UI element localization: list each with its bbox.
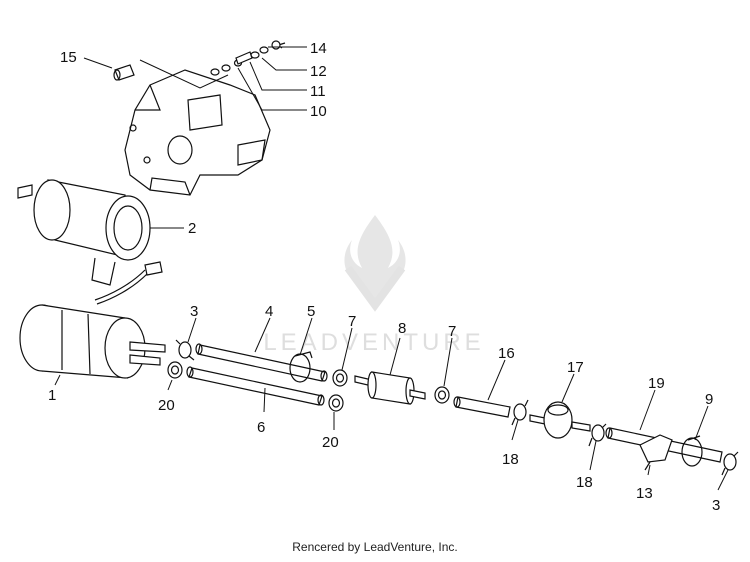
- hose-clamp-right: [721, 451, 739, 476]
- callout-15: 15: [60, 49, 77, 66]
- callout-14: 14: [310, 40, 327, 57]
- callout-2: 2: [188, 220, 196, 237]
- callout-11: 11: [310, 83, 326, 100]
- callout-9: 9: [705, 391, 713, 408]
- callout-16: 16: [498, 345, 515, 362]
- ferrule-right: [434, 386, 450, 404]
- fuel-hose-lower: [186, 366, 325, 406]
- callout-1: 1: [48, 387, 56, 404]
- inline-fuel-filter: [354, 371, 426, 405]
- hose-clip: [639, 434, 673, 471]
- callout-5: 5: [307, 303, 315, 320]
- hose-clamp-18-left: [511, 399, 529, 426]
- fuel-pump: [17, 179, 163, 305]
- fuel-hose-16: [453, 396, 511, 418]
- watermark-text: LEADVENTURE: [263, 329, 484, 356]
- hose-clamp-18-right: [588, 423, 607, 447]
- callout-20-right: 20: [322, 434, 339, 451]
- callout-3-left: 3: [190, 303, 198, 320]
- hardware-washers: [210, 40, 286, 76]
- hose-clamp-9: [681, 435, 703, 467]
- callout-3-right: 3: [712, 497, 720, 514]
- fuel-filter-canister: [19, 304, 166, 379]
- callout-4: 4: [265, 303, 273, 320]
- callout-13: 13: [636, 485, 653, 502]
- callout-10: 10: [310, 103, 327, 120]
- hose-clamp-left: [175, 339, 195, 361]
- fuel-valve: [529, 401, 591, 439]
- callout-7-left: 7: [348, 313, 356, 330]
- bracket: [124, 69, 271, 196]
- leadventure-watermark: LEADVENTURE: [263, 215, 484, 356]
- callout-20-left: 20: [158, 397, 175, 414]
- ferrule-upper: [332, 369, 348, 387]
- callout-18-left: 18: [502, 451, 519, 468]
- pin: [113, 64, 135, 81]
- callout-19: 19: [648, 375, 665, 392]
- flame-logo-icon: [344, 215, 406, 300]
- callout-12: 12: [310, 63, 327, 80]
- callout-7-right: 7: [448, 323, 456, 340]
- callout-labels: 15 14 12 11 10 2 1 3 20 4 6 5 7 20 8 7 1…: [48, 40, 720, 514]
- callout-17: 17: [567, 359, 584, 376]
- callout-6: 6: [257, 419, 265, 436]
- callout-8: 8: [398, 320, 406, 337]
- ferrule-lower: [328, 394, 344, 412]
- ferrule-left: [167, 361, 183, 379]
- callout-18-right: 18: [576, 474, 593, 491]
- leader-lines: [54, 46, 729, 491]
- fuel-hose-upper: [195, 343, 328, 382]
- footer-credit: Rencered by LeadVenture, Inc.: [292, 540, 458, 554]
